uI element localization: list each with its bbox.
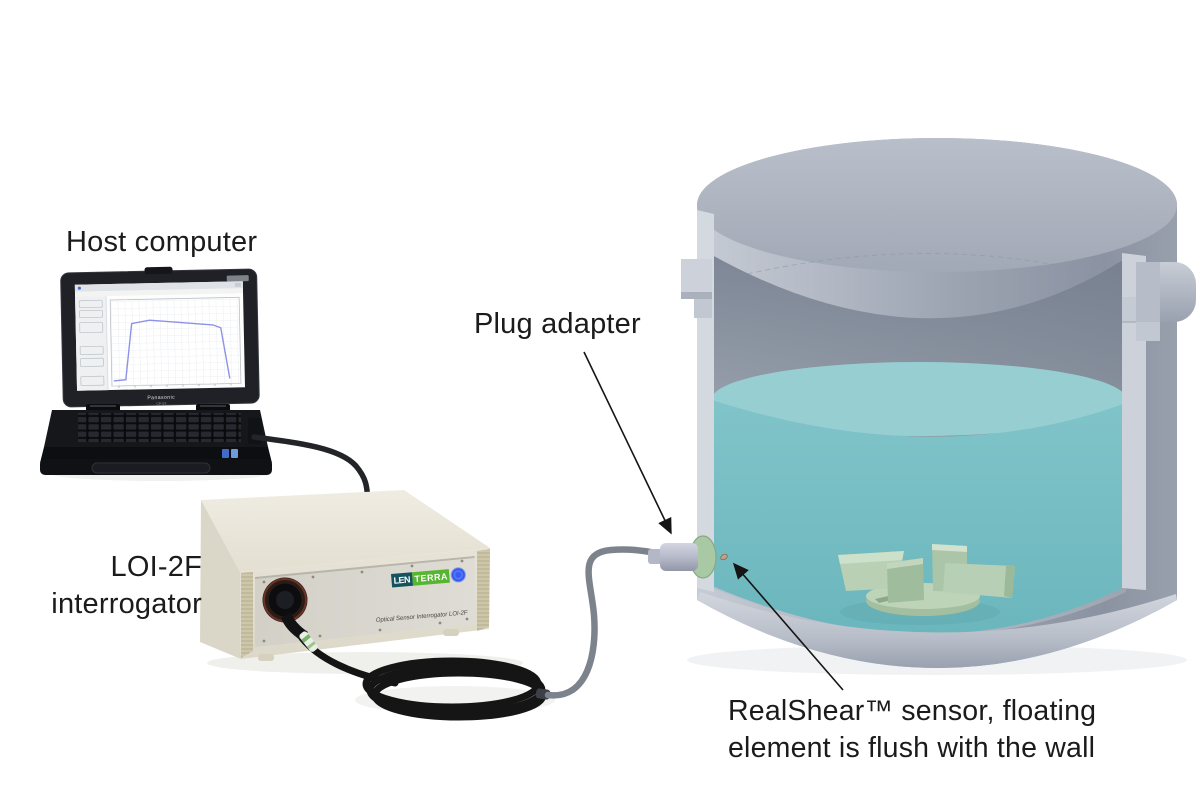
vessel-bottom-rim xyxy=(697,592,1177,668)
laptop-base xyxy=(40,404,272,475)
panel-screws xyxy=(262,559,469,643)
plug-adapter-arrow xyxy=(583,351,672,535)
fiber-cable-illustration xyxy=(298,546,657,721)
mixing-vessel-illustration xyxy=(681,138,1196,668)
laptop-screen xyxy=(74,281,246,391)
laptop-sticker-light xyxy=(231,449,238,458)
laptop-screen-chart xyxy=(109,296,242,388)
impeller-blade-right xyxy=(943,563,1015,598)
interrogator-rib-right xyxy=(477,549,490,631)
laptop-model-text: CF-53 xyxy=(156,401,166,405)
label-interrogator: LOI-2F interrogator xyxy=(20,549,202,623)
laptop-lid-sticker xyxy=(226,275,249,282)
fiber-connector xyxy=(262,577,308,640)
impeller-blade-front xyxy=(887,558,924,603)
label-realshear-line1: RealShear™ sensor, floating xyxy=(728,695,1097,727)
logo-text-terra: TERRA xyxy=(414,571,448,584)
impeller xyxy=(838,544,1015,625)
laptop-latch xyxy=(144,266,173,275)
label-interrogator-line1: LOI-2F xyxy=(110,551,202,583)
sensor-arrow xyxy=(732,562,844,691)
laptop-handle xyxy=(91,462,211,474)
interrogator-rib-left xyxy=(241,572,253,658)
annotation-arrows xyxy=(583,351,844,691)
gray-lead-cable xyxy=(544,546,657,699)
chart-curve xyxy=(113,319,231,382)
interrogator-illustration: LEN TERRA Optical Sensor Interrogator LO… xyxy=(200,490,490,661)
box-foot-right xyxy=(443,629,459,636)
laptop-sticker-blue xyxy=(222,449,229,458)
box-foot-left xyxy=(258,654,274,661)
liquid-surface xyxy=(712,362,1126,436)
lid-seam xyxy=(729,253,1121,281)
lenterra-logo: LEN TERRA xyxy=(391,566,467,588)
realshear-sensor-dot xyxy=(720,553,728,561)
interrogator-left-side xyxy=(200,500,241,659)
laptop-brand-text: Panasonic xyxy=(147,395,175,402)
laptop-illustration: Panasonic CF-53 xyxy=(40,266,272,475)
logo-text-len: LEN xyxy=(393,574,411,585)
label-realshear-sensor: RealShear™ sensor, floating element is f… xyxy=(728,693,1096,767)
plug-adapter-illustration xyxy=(648,535,728,579)
plug-body xyxy=(660,543,698,571)
vessel-lid xyxy=(697,138,1177,272)
label-plug-adapter: Plug adapter xyxy=(474,308,641,340)
vessel-right-lug xyxy=(1136,262,1196,341)
label-interrogator-line2: interrogator xyxy=(51,588,202,620)
fiber-sleeve xyxy=(299,631,318,652)
interrogator-top xyxy=(201,490,490,572)
usb-cable xyxy=(251,434,371,504)
vessel-left-lug xyxy=(681,259,712,318)
label-host-computer: Host computer xyxy=(66,226,258,258)
liquid-body xyxy=(712,400,1126,634)
label-realshear-line2: element is flush with the wall xyxy=(728,732,1096,764)
